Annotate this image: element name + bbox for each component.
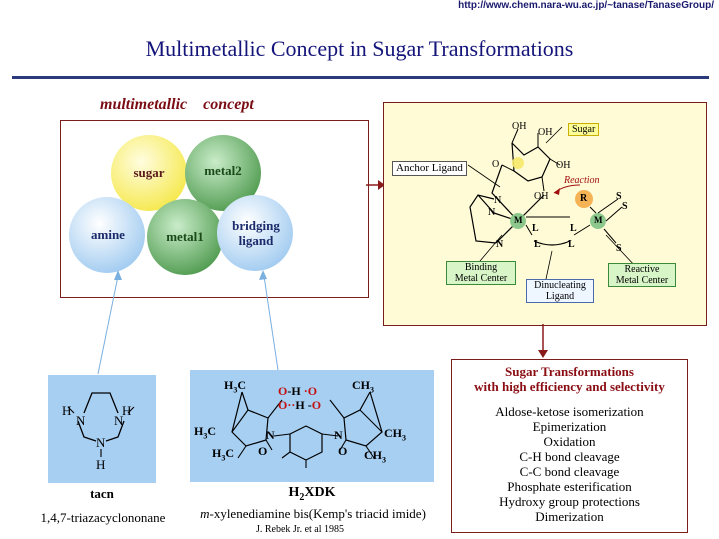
- metal1-label: metal1: [166, 229, 204, 244]
- transformation-item: Aldose-ketose isomerization: [495, 404, 644, 419]
- atom-l: L: [532, 223, 539, 234]
- amine-circle: [69, 197, 145, 273]
- title-divider: [12, 76, 709, 79]
- complex-scheme-panel: OH OH Sugar O OH OH Anchor Ligand Reacti…: [383, 102, 707, 326]
- sugar-tag: Sugar: [568, 123, 600, 136]
- tacn-atom-n: N: [114, 413, 124, 428]
- tacn-structure: [67, 392, 135, 457]
- atom-oh: OH: [534, 191, 549, 202]
- atom-l: L: [534, 239, 541, 250]
- atom-l: L: [570, 223, 577, 234]
- transformation-item: Dimerization: [535, 509, 604, 524]
- xdk-ch3-top-right: CH3: [352, 378, 374, 395]
- xdk-fullname: m-xylenediamine bis(Kemp's triacid imide…: [200, 506, 426, 521]
- xdk-atom-o: O: [258, 444, 268, 458]
- atom-n: N: [494, 195, 502, 206]
- sugar-transformations-box: Sugar Transformations with high efficien…: [451, 359, 688, 533]
- atom-m2: M: [594, 215, 603, 225]
- sugar-label: sugar: [133, 165, 165, 180]
- atom-s: S: [616, 243, 622, 254]
- tacn-fullname: 1,4,7-triazacyclononane: [40, 510, 166, 525]
- transformation-item: Epimerization: [532, 419, 607, 434]
- bridging-ligand-circle: [217, 195, 293, 271]
- concept-circles: [69, 135, 293, 275]
- atom-s: S: [616, 191, 622, 202]
- amine-label: amine: [91, 227, 125, 242]
- xdk-name: H2XDK: [288, 485, 336, 503]
- complex-structure: [467, 126, 637, 280]
- xdk-h3c-top-left: H3C: [224, 378, 247, 395]
- xdk-hbond-top: O-H ·O: [278, 384, 318, 398]
- xdk-reference: J. Rebek Jr. et al 1985: [255, 524, 345, 535]
- tacn-atom-n: N: [76, 413, 86, 428]
- atom-oh: OH: [538, 127, 553, 138]
- source-url[interactable]: http://www.chem.nara-wu.ac.jp/~tanase/Ta…: [458, 0, 714, 11]
- transformation-item: C-H bond cleavage: [519, 449, 620, 464]
- atom-r: R: [580, 193, 588, 204]
- reaction-tag: Reaction: [564, 175, 600, 186]
- xdk-ch3-mid-right: CH3: [384, 426, 406, 443]
- scheme-to-transformations-arrow: [538, 324, 548, 358]
- metal1-circle: [147, 199, 223, 275]
- concept-heading: multimetallic concept: [100, 96, 254, 113]
- transformations-list: Aldose-ketose isomerization Epimerizatio…: [452, 404, 687, 524]
- metal2-label: metal2: [204, 163, 242, 178]
- concept-to-scheme-arrow: [366, 180, 385, 190]
- transformation-item: Oxidation: [543, 434, 596, 449]
- tacn-atom-h: H: [96, 457, 106, 472]
- xdk-atom-n: N: [266, 428, 275, 442]
- atom-o: O: [492, 159, 500, 170]
- atom-l: L: [568, 239, 575, 250]
- atom-m1: M: [514, 215, 523, 225]
- transformation-item: Hydroxy group protections: [499, 494, 640, 509]
- tacn-atom-n: N: [96, 435, 106, 450]
- anchor-ligand-tag: Anchor Ligand: [392, 161, 467, 176]
- atom-s: S: [622, 201, 628, 212]
- atom-oh: OH: [512, 121, 527, 132]
- transformation-item: Phosphate esterification: [507, 479, 632, 494]
- transformation-item: C-C bond cleavage: [519, 464, 620, 479]
- page-title: Multimetallic Concept in Sugar Transform…: [145, 36, 574, 61]
- xdk-structure: [231, 391, 383, 468]
- tacn-structure-box: H N H N N H: [48, 375, 156, 483]
- xdk-structure-box: H3C H3C H3C CH3 CH3 CH3 O-H ·O O··H -O N…: [190, 370, 434, 482]
- transformations-title: Sugar Transformations with high efficien…: [474, 364, 665, 394]
- xdk-atom-o: O: [338, 444, 348, 458]
- tacn-name: tacn: [90, 486, 114, 501]
- tacn-atom-h: H: [122, 403, 132, 418]
- atom-n: N: [496, 239, 504, 250]
- xdk-ch3-bottom-right: CH3: [364, 448, 386, 465]
- tacn-atom-h: H: [62, 403, 72, 418]
- atom-n: N: [488, 207, 496, 218]
- metal2-circle: [185, 135, 261, 211]
- sugar-circle: [111, 135, 187, 211]
- xdk-atom-n: N: [334, 428, 343, 442]
- xdk-hbond-bottom: O··H -O: [278, 398, 322, 412]
- xdk-h3c-bottom-left: H3C: [212, 446, 235, 463]
- xdk-h3c-mid-left: H3C: [194, 424, 217, 441]
- atom-oh: OH: [556, 160, 571, 171]
